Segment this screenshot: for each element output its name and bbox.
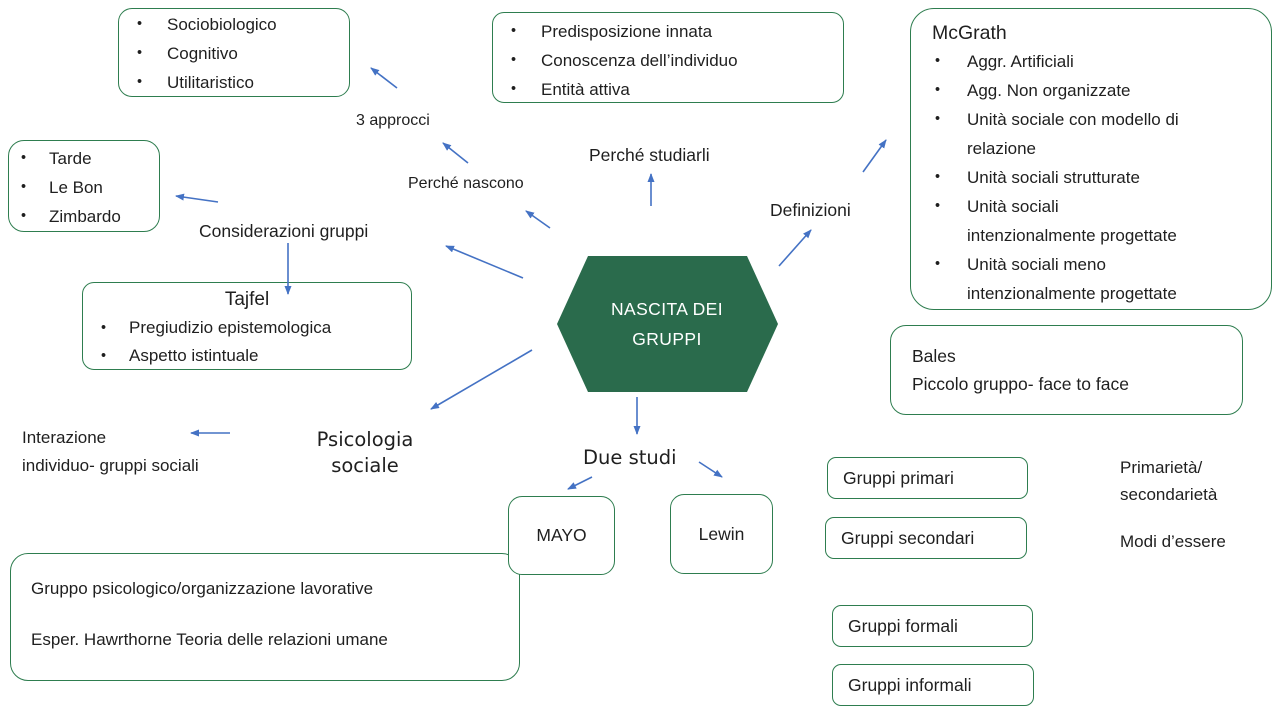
label-due-studi: Due studi [583,446,677,469]
label-modi-dessere: Modi d’essere [1120,532,1226,551]
label-definizioni: Definizioni [770,200,851,220]
label-considerazioni-gruppi: Considerazioni gruppi [199,221,369,241]
gruppi-secondari-label: Gruppi secondari [841,527,975,548]
gruppi-formali-label: Gruppi formali [848,615,958,636]
mayo-detail-line1: Gruppo psicologico/organizzazione lavora… [31,579,374,598]
gruppi-informali-label: Gruppi informali [848,674,972,695]
box-mayo-detail[interactable]: Gruppo psicologico/organizzazione lavora… [10,553,520,681]
hexagon-shape [557,256,778,392]
lewin-label: Lewin [698,523,745,544]
arrow-hexagon-to-definizioni [778,229,812,267]
box-gruppi-informali[interactable]: Gruppi informali [832,664,1034,706]
label-primarieta-line2: secondarietà [1120,485,1218,504]
bales-subtitle: Piccolo gruppo- face to face [912,374,1129,394]
bales-title: Bales [912,346,956,366]
list-item-zimbardo: Zimbardo [9,202,159,231]
arrow-hexagon-to-psicologia [430,349,533,410]
box-gruppi-primari[interactable]: Gruppi primari [827,457,1028,499]
hexagon-title-line2: GRUPPI [632,329,702,349]
mayo-label: MAYO [536,525,587,545]
list-item-predisposizione: Predisposizione innata [493,17,843,46]
box-lewin[interactable]: Lewin [670,494,773,574]
box-mayo[interactable]: MAYO [508,496,615,575]
box-gruppi-formali[interactable]: Gruppi formali [832,605,1033,647]
label-psicologia-line2: sociale [331,454,399,477]
label-interazione-line2: individuo- gruppi sociali [22,456,199,475]
tajfel-title: Tajfel [224,289,270,310]
arrow-definizioni-to-mcgrath [862,139,887,173]
list-item-utilitaristico: Utilitaristico [119,68,349,97]
arrow-due-studi-to-lewin [698,461,723,478]
label-primarieta-line1: Primarietà/ [1120,458,1203,477]
label-interazione: Interazione individuo- gruppi sociali [22,424,199,480]
box-mcgrath[interactable]: McGrath Aggr. Artificiali Agg. Non organ… [910,8,1272,310]
list-item-conoscenza: Conoscenza dell’individuo [493,46,843,75]
label-interazione-line1: Interazione [22,428,107,447]
label-perche-nascono: Perché nascono [408,175,524,192]
list-item-cognitivo: Cognitivo [119,39,349,68]
arrow-hexagon-to-nascono [525,210,551,229]
list-item-lebon: Le Bon [9,173,159,202]
list-item-unita-intenzionali: Unità sociali intenzionalmente progettat… [911,192,1271,250]
list-item-pregiudizio: Pregiudizio epistemologica [83,314,411,342]
box-gruppi-secondari[interactable]: Gruppi secondari [825,517,1027,559]
arrow-hexagon-to-considerazioni [445,245,524,279]
label-tre-approcci: 3 approcci [356,112,430,129]
list-item-aggr-artificiali: Aggr. Artificiali [911,47,1271,76]
mayo-detail-line2: Esper. Hawrthorne Teoria delle relazioni… [31,630,388,649]
box-bales[interactable]: Bales Piccolo gruppo- face to face [890,325,1243,415]
arrow-approcci-to-list [370,67,398,89]
box-tre-approcci-list[interactable]: Sociobiologico Cognitivo Utilitaristico [118,8,350,97]
list-item-unita-strutturate: Unità sociali strutturate [911,163,1271,192]
arrow-nascono-to-approcci [442,142,469,164]
list-item-aspetto: Aspetto istintuale [83,342,411,370]
label-psicologia-line1: Psicologia [316,428,414,451]
label-primarieta-secondarieta: Primarietà/ secondarietà [1120,454,1217,508]
list-item-agg-non-organizzate: Agg. Non organizzate [911,76,1271,105]
list-item-sociobiologico: Sociobiologico [119,10,349,39]
mcgrath-title: McGrath [932,22,1007,44]
gruppi-primari-label: Gruppi primari [843,467,954,488]
list-item-entita: Entità attiva [493,75,843,104]
box-motivi-studio[interactable]: Predisposizione innata Conoscenza dell’i… [492,12,844,104]
list-item-unita-meno-intenzionali: Unità sociali meno intenzionalmente prog… [911,250,1271,308]
arrow-due-studi-to-mayo [567,476,593,490]
label-psicologia-sociale: Psicologia sociale [295,427,435,479]
list-item-tarde: Tarde [9,144,159,173]
hexagon-nascita-dei-gruppi[interactable]: NASCITA DEI GRUPPI [553,253,781,395]
box-autori-folla[interactable]: Tarde Le Bon Zimbardo [8,140,160,232]
label-perche-studiarli: Perché studiarli [589,145,710,165]
arrow-considerazioni-to-autori [175,193,219,203]
box-tajfel[interactable]: Tajfel Pregiudizio epistemologica Aspett… [82,282,412,370]
list-item-unita-modello: Unità sociale con modello di relazione [911,105,1271,163]
hexagon-title-line1: NASCITA DEI [610,299,723,319]
